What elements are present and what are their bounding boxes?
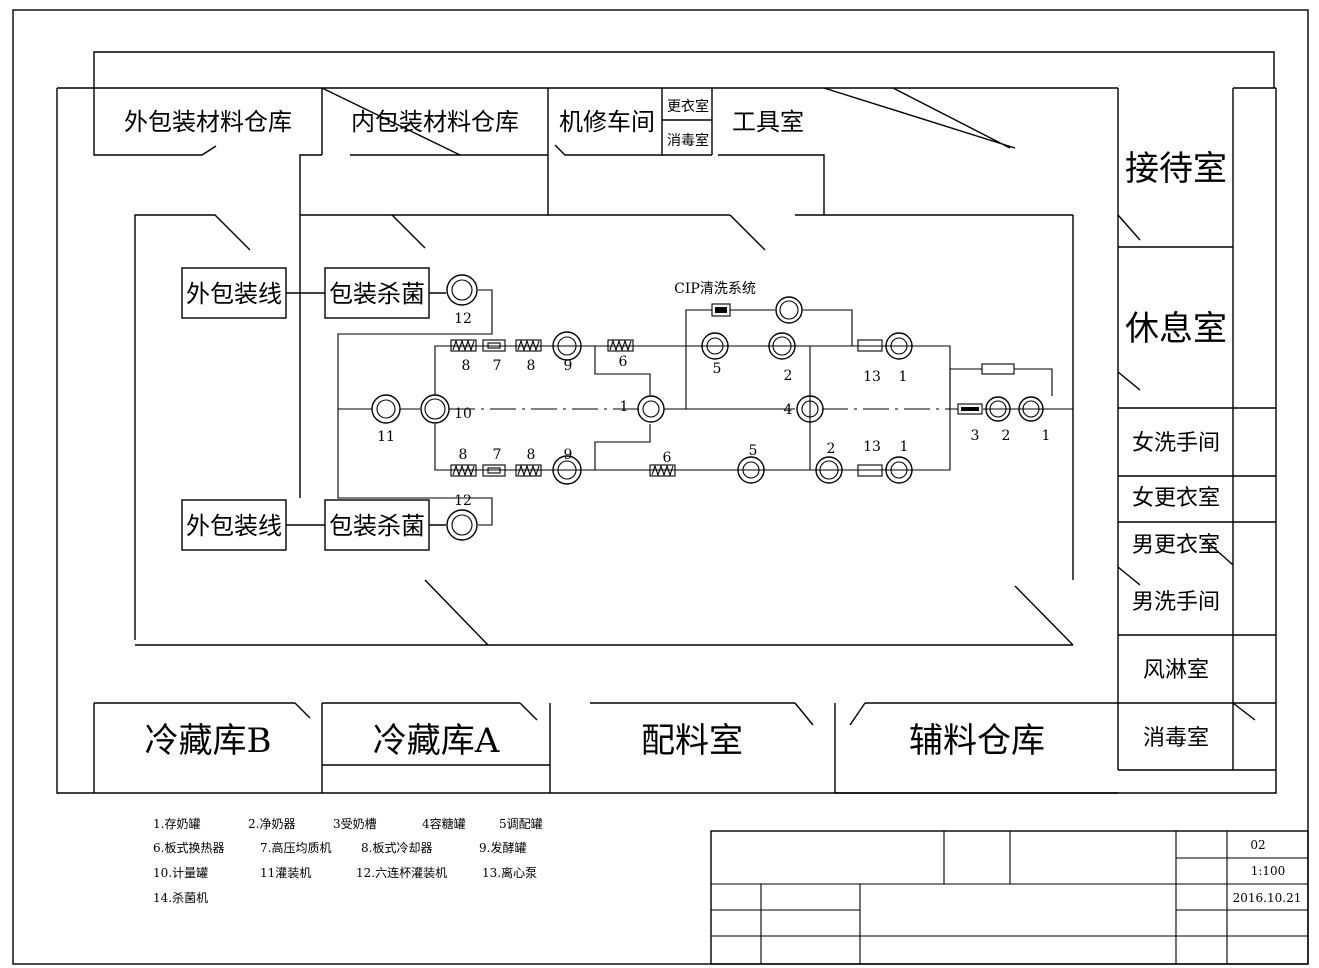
room-batching: 配料室 [641, 721, 743, 761]
equipment-numbers: 12 12 8 7 8 9 6 5 2 13 1 11 10 1 4 3 2 1… [377, 311, 1050, 509]
room-outer-packaging-store: 外包装材料仓库 [124, 108, 292, 136]
label-9: 9 [564, 358, 573, 374]
label-2: 2 [827, 441, 836, 457]
drawing-scale: 1:100 [1251, 864, 1286, 878]
room-cold-storage-b: 冷藏库B [145, 721, 272, 761]
building-walls [56, 51, 1277, 794]
equipment-legend: 1.存奶罐 2.净奶器 3受奶槽 4容糖罐 5调配罐 6.板式换热器 7.高压均… [153, 816, 543, 905]
label-12-top: 12 [454, 311, 472, 327]
legend-item: 8.板式冷却器 [361, 841, 432, 855]
legend-item: 7.高压均质机 [260, 840, 331, 855]
label-5: 5 [713, 361, 722, 377]
label-7: 7 [493, 358, 502, 374]
label-2-right: 2 [1002, 428, 1011, 444]
legend-item: 14.杀菌机 [153, 890, 208, 905]
room-men-washroom: 男洗手间 [1132, 590, 1220, 615]
label-4: 4 [784, 402, 793, 418]
room-disinfect-small: 消毒室 [667, 132, 709, 149]
room-men-changing: 男更衣室 [1132, 533, 1220, 558]
drawing-number: 02 [1250, 838, 1265, 852]
room-repair-shop: 机修车间 [559, 108, 655, 136]
packaging-boxes: 外包装线 包装杀菌 外包装线 包装杀菌 [181, 267, 446, 551]
sterilizer-bottom-label: 包装杀菌 [329, 512, 425, 540]
legend-item: 2.净奶器 [248, 817, 295, 831]
label-7: 7 [493, 447, 502, 463]
label-12-bottom: 12 [454, 493, 472, 509]
legend-item: 3受奶槽 [333, 817, 377, 831]
legend-item: 4容糖罐 [422, 816, 466, 831]
label-5: 5 [749, 443, 758, 459]
equipment: CIP清洗系统 [371, 274, 1044, 541]
label-6: 6 [619, 354, 628, 370]
room-inner-packaging-store: 内包装材料仓库 [351, 108, 519, 136]
room-disinfect: 消毒室 [1143, 726, 1209, 751]
label-8: 8 [527, 358, 536, 374]
cip-label: CIP清洗系统 [674, 281, 756, 297]
legend-item: 13.离心泵 [482, 865, 537, 880]
title-block: 02 1:100 2016.10.21 [710, 830, 1309, 965]
legend-item: 6.板式换热器 [153, 841, 224, 855]
room-reception: 接待室 [1125, 149, 1227, 189]
legend-item: 12.六连杯灌装机 [356, 865, 447, 880]
label-3: 3 [971, 428, 980, 444]
label-2: 2 [784, 368, 793, 384]
label-8: 8 [459, 447, 468, 463]
legend-item: 10.计量罐 [153, 866, 208, 880]
label-13: 13 [863, 369, 881, 385]
label-1-center: 1 [620, 399, 629, 415]
room-women-changing: 女更衣室 [1132, 486, 1220, 511]
label-10: 10 [454, 406, 472, 422]
label-1: 1 [900, 439, 909, 455]
label-11: 11 [377, 429, 395, 445]
room-auxiliary-store: 辅料仓库 [909, 721, 1045, 761]
drawing-border [12, 9, 1309, 965]
room-changing: 更衣室 [667, 98, 709, 115]
legend-item: 1.存奶罐 [153, 817, 200, 831]
room-cold-storage-a: 冷藏库A [373, 721, 500, 761]
legend-item: 5调配罐 [499, 817, 543, 831]
outer-packaging-line-top-label: 外包装线 [186, 280, 282, 308]
room-women-washroom: 女洗手间 [1132, 431, 1220, 456]
process-piping [337, 289, 1073, 526]
room-air-shower: 风淋室 [1143, 658, 1209, 683]
label-8: 8 [462, 358, 471, 374]
room-tool: 工具室 [732, 108, 804, 136]
homogenizer-icon [482, 303, 1015, 477]
tank-icon [371, 274, 1044, 541]
label-1: 1 [899, 369, 908, 385]
label-6: 6 [663, 450, 672, 466]
room-labels: 外包装材料仓库 内包装材料仓库 机修车间 更衣室 消毒室 工具室 接待室 休息室… [124, 98, 1227, 761]
drawing-date: 2016.10.21 [1233, 891, 1302, 905]
legend-item: 9.发酵罐 [479, 840, 526, 855]
legend-item: 11灌装机 [260, 866, 311, 880]
sterilizer-top-label: 包装杀菌 [329, 280, 425, 308]
heat-exchanger-icon [450, 339, 676, 477]
outer-packaging-line-bottom-label: 外包装线 [186, 512, 282, 540]
room-rest: 休息室 [1125, 309, 1227, 349]
label-9: 9 [564, 447, 573, 463]
label-8: 8 [527, 447, 536, 463]
label-1-right: 1 [1042, 428, 1051, 444]
label-13: 13 [863, 439, 881, 455]
